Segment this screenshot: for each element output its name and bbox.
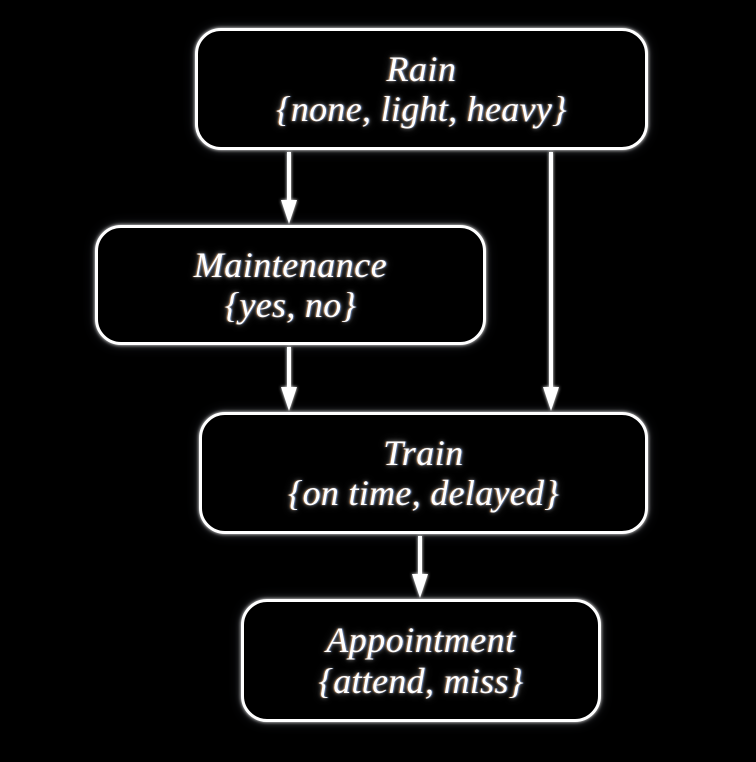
node-appointment-states: {attend, miss} <box>318 660 524 701</box>
node-train-states: {on time, delayed} <box>287 473 560 513</box>
edge-rain-to-maintenance <box>281 152 297 224</box>
node-rain[interactable]: Rain {none, light, heavy} <box>195 28 648 150</box>
node-train[interactable]: Train {on time, delayed} <box>199 412 648 534</box>
edge-maintenance-to-train <box>281 347 297 411</box>
node-maintenance[interactable]: Maintenance {yes, no} <box>95 225 486 345</box>
node-train-label: Train <box>383 432 464 473</box>
edge-train-to-appointment <box>412 536 428 598</box>
node-maintenance-label: Maintenance <box>193 244 388 285</box>
node-maintenance-states: {yes, no} <box>224 285 357 325</box>
node-rain-label: Rain <box>386 48 457 89</box>
node-rain-states: {none, light, heavy} <box>276 89 567 129</box>
node-appointment[interactable]: Appointment {attend, miss} <box>241 599 601 722</box>
node-appointment-label: Appointment <box>326 620 516 661</box>
edge-rain-to-train <box>543 152 559 411</box>
